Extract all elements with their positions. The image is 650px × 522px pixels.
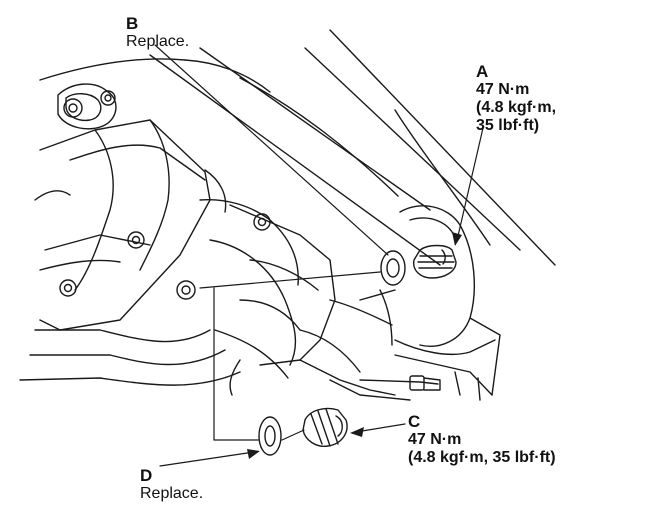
callout-d: D Replace.: [140, 466, 203, 503]
lower-bolt: [409, 375, 441, 391]
case-bolt-4: [59, 279, 77, 297]
callout-a-letter: A: [476, 62, 489, 81]
case-bolt-6: [176, 280, 196, 300]
case-bolt-3: [127, 231, 145, 249]
washer-b-icon: [380, 250, 406, 286]
differential-housing: [199, 198, 396, 396]
callout-c-letter: C: [408, 412, 421, 431]
callout-c: C 47 N·m (4.8 kgf·m, 35 lbf·ft): [408, 412, 556, 467]
callout-b-note: Replace.: [126, 33, 190, 51]
arrowhead-d: [247, 449, 260, 459]
callout-c-torque-imperial: (4.8 kgf·m, 35 lbf·ft): [408, 448, 556, 466]
housing-outline: [39, 29, 556, 266]
arrowhead-c: [350, 427, 364, 437]
leader-lines: [154, 44, 484, 467]
right-flange: [329, 205, 501, 401]
callout-d-note: Replace.: [140, 485, 204, 503]
callout-c-torque-nm: 47 N·m: [408, 431, 462, 449]
callout-a-torque-lbfft: 35 lbf·ft): [476, 116, 540, 134]
case-bolt-2: [100, 90, 116, 106]
callout-b: B Replace.: [126, 14, 189, 51]
callout-a-torque-nm: 47 N·m: [476, 81, 530, 99]
callout-b-letter: B: [126, 14, 139, 33]
fill-plug-icon: [302, 407, 348, 447]
washer-d-icon: [258, 416, 282, 456]
callout-a: A 47 N·m (4.8 kgf·m, 35 lbf·ft): [476, 62, 556, 135]
case-bolt-1: [63, 98, 83, 118]
arrowhead-a: [452, 232, 462, 246]
drain-plug-icon: [413, 244, 457, 279]
callout-d-letter: D: [140, 466, 153, 485]
transmission-case: [19, 83, 241, 386]
callout-a-torque-kgfm: (4.8 kgf·m,: [476, 98, 557, 116]
